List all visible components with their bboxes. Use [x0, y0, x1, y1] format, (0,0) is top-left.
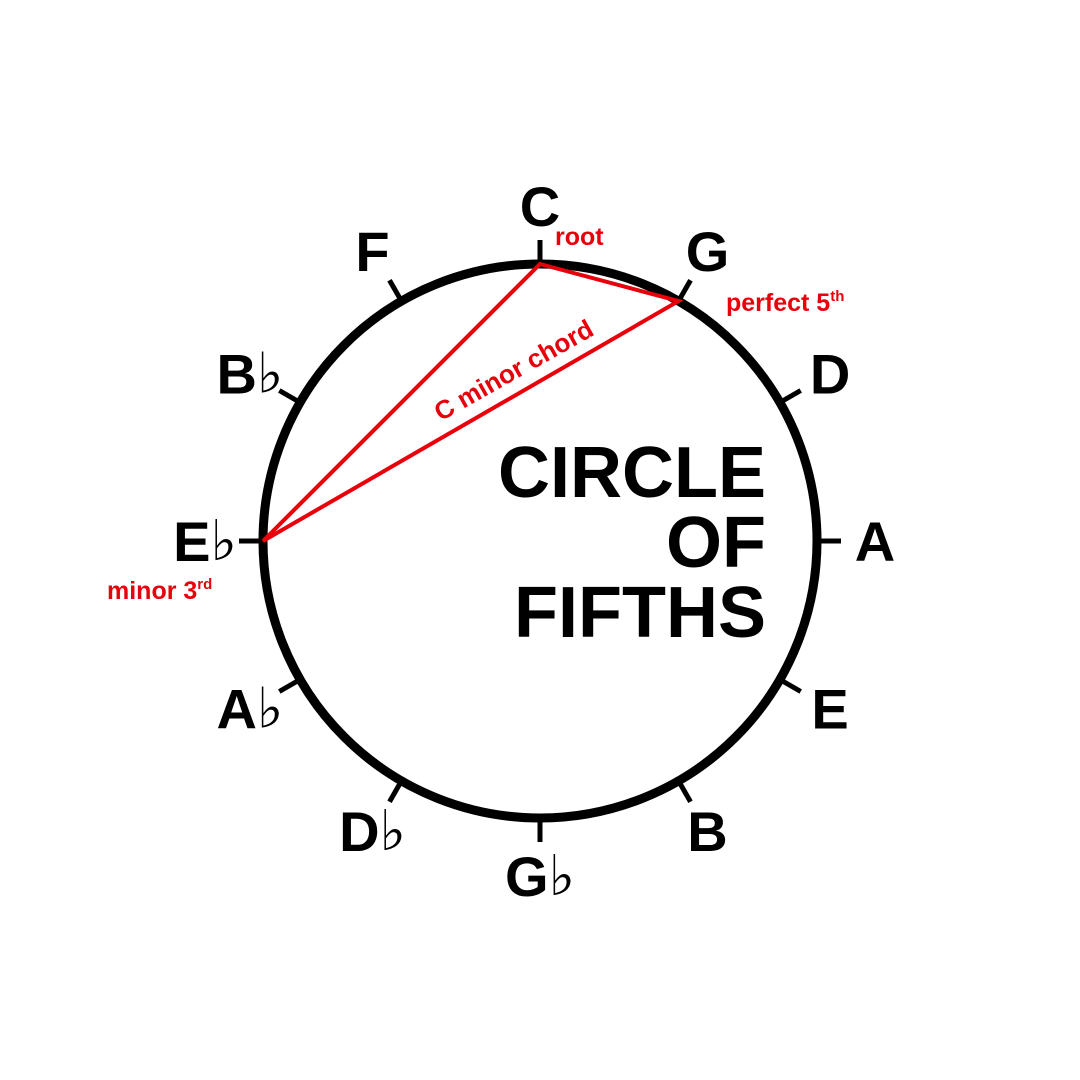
note-letter: E — [811, 677, 848, 740]
root-annotation: root — [555, 223, 604, 251]
fifth-annotation-text: perfect 5 — [726, 289, 830, 317]
note-label: D — [810, 342, 850, 405]
note-label: A — [855, 510, 895, 573]
note-letter: E — [173, 510, 210, 573]
fifth-annotation-superscript: th — [830, 288, 844, 305]
flat-sign: ♭ — [549, 844, 575, 909]
chord-triangle — [261, 261, 684, 543]
tick-mark — [674, 776, 693, 803]
note-letter: C — [520, 175, 560, 238]
note-label: E♭ — [173, 509, 237, 574]
flat-sign: ♭ — [257, 341, 283, 406]
note-letter: A — [216, 677, 256, 740]
note-letter: D — [339, 800, 379, 863]
tick-mark — [775, 675, 802, 694]
tick-mark — [278, 388, 305, 407]
third-annotation: minor 3rd — [107, 576, 212, 605]
fifth-annotation: perfect 5th — [726, 288, 844, 317]
tick-mark — [387, 279, 406, 306]
note-letter: B — [216, 342, 256, 405]
note-letter: G — [686, 219, 730, 282]
note-label: B♭ — [216, 341, 283, 406]
note-letter: D — [810, 342, 850, 405]
note-label: A♭ — [216, 676, 283, 741]
note-letter: B — [687, 800, 727, 863]
chord-name-label: C minor chord — [429, 313, 599, 426]
tick-marks — [239, 240, 841, 842]
note-label: F — [355, 219, 389, 282]
title-line-1: CIRCLE — [498, 433, 766, 513]
note-letter: F — [355, 219, 389, 282]
root-annotation-text: root — [555, 223, 604, 251]
note-label: C — [520, 175, 560, 238]
flat-sign: ♭ — [257, 676, 283, 741]
third-annotation-text: minor 3 — [107, 577, 197, 605]
tick-mark — [278, 675, 305, 694]
flat-sign: ♭ — [380, 799, 406, 864]
title-line-2: OF — [666, 503, 766, 583]
note-label: G♭ — [505, 844, 575, 909]
note-label: B — [687, 800, 727, 863]
note-letter: A — [855, 510, 895, 573]
note-letter: G — [505, 845, 549, 908]
flat-sign: ♭ — [210, 509, 236, 574]
tick-mark — [775, 388, 802, 407]
note-label: E — [811, 677, 848, 740]
note-label: D♭ — [339, 799, 406, 864]
note-label: G — [686, 219, 730, 282]
title-line-3: FIFTHS — [514, 573, 766, 653]
third-annotation-superscript: rd — [197, 576, 212, 593]
tick-mark — [387, 776, 406, 803]
